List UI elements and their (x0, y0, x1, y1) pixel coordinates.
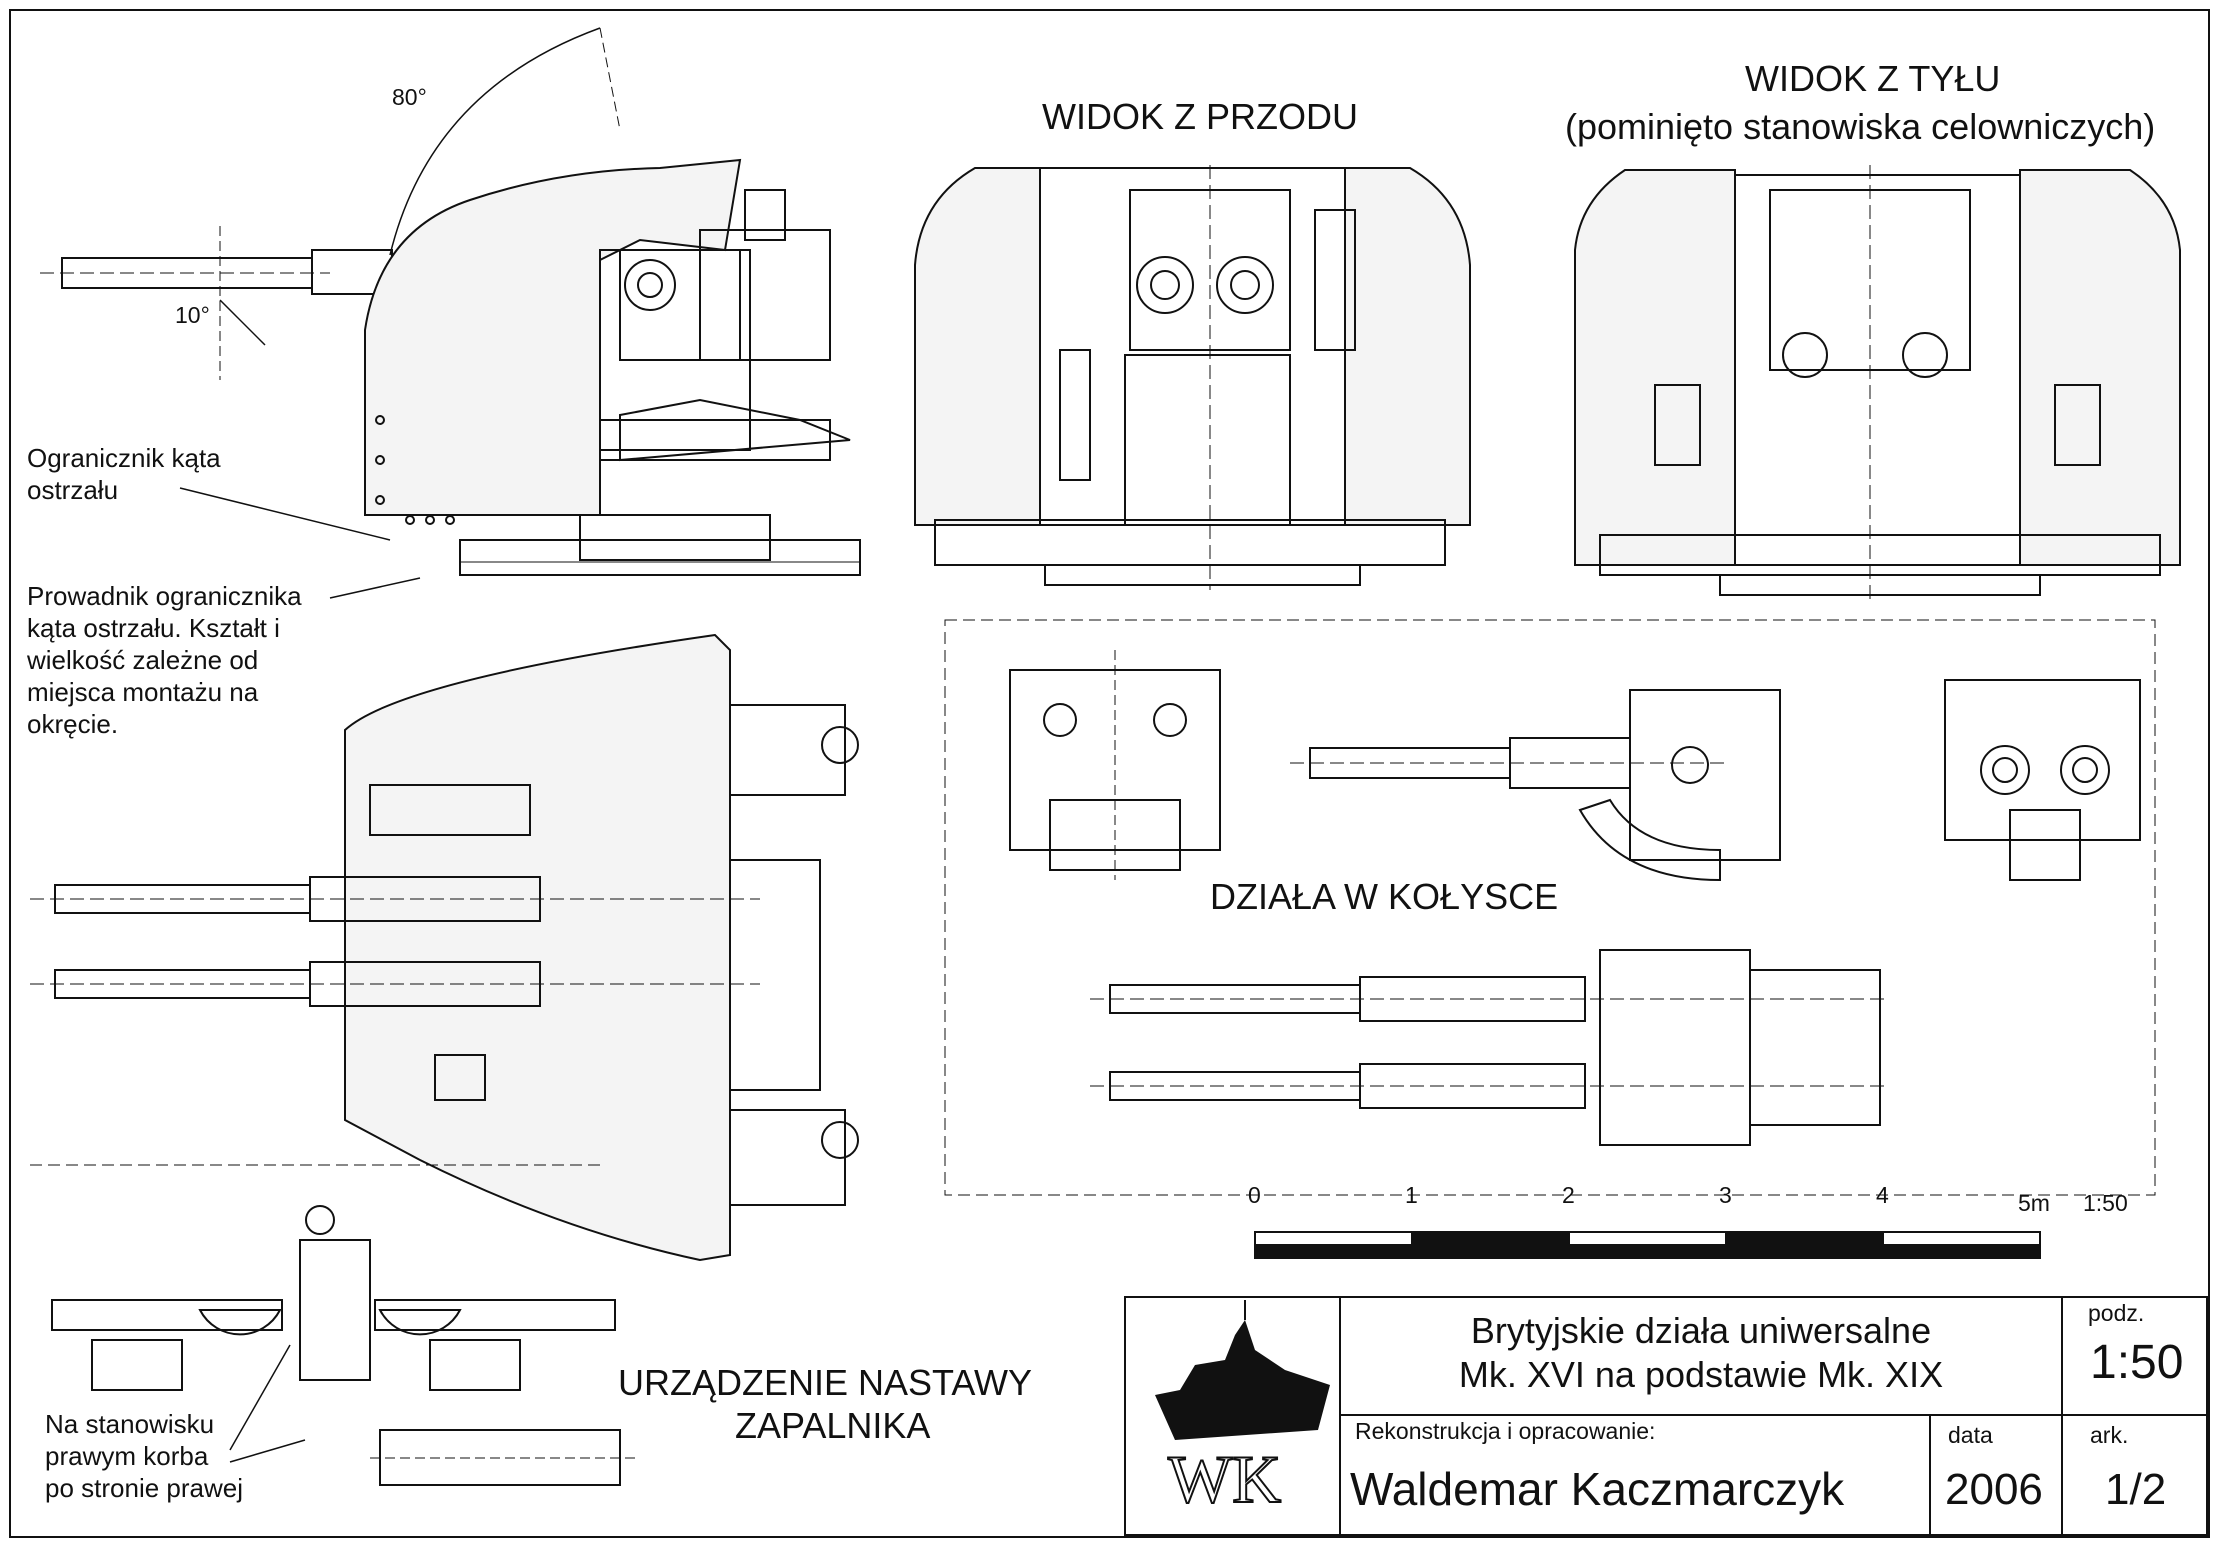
cradle-front (1009, 650, 1221, 880)
guide-note: Prowadnik ogranicznika kąta ostrzału. Ks… (27, 581, 302, 739)
cradle-frame (944, 619, 2156, 1196)
limiter-leader (179, 487, 391, 541)
scale-ratio: 1:50 (2083, 1190, 2128, 1216)
title-line2: Mk. XVI na podstawie Mk. XIX (1458, 1354, 1944, 1395)
title-block (1124, 1296, 2208, 1536)
cradle-title: DZIAŁA W KOŁYSCE (1210, 876, 1559, 917)
crank-leader (229, 1344, 291, 1451)
crank-note: Na stanowisku prawym korba po stronie pr… (45, 1409, 243, 1503)
crank-leader-2 (229, 1439, 306, 1463)
cradle-rear (1944, 679, 2141, 881)
depression-label: 10° (175, 302, 210, 328)
top-view (30, 633, 859, 1262)
sheet-value: 1/2 (2105, 1465, 2167, 1514)
rear-view-title: WIDOK Z TYŁU (1745, 58, 2001, 99)
scale-value: 1:50 (2090, 1336, 2184, 1389)
rear-view-subtitle: (pominięto stanowiska celowniczych) (1565, 106, 2156, 147)
fuze-title-line1: URZĄDZENIE NASTAWY (618, 1362, 1033, 1403)
fuze-title-line2: ZAPALNIKA (735, 1405, 931, 1446)
date-value: 2006 (1945, 1465, 2043, 1514)
cradle-side (1290, 689, 1781, 882)
scale-tick-3: 3 (1719, 1182, 1732, 1208)
cradle-top (1090, 949, 1890, 1146)
logo (1155, 1300, 1330, 1440)
scale-label: podz. (2088, 1300, 2145, 1326)
front-view-title: WIDOK Z PRZODU (1042, 96, 1358, 137)
title-line1: Brytyjskie działa uniwersalne (1470, 1310, 1932, 1351)
scale-tick-5: 5m (2018, 1190, 2050, 1216)
elevation-max-label: 80° (392, 84, 427, 110)
scale-tick-4: 4 (1876, 1182, 1889, 1208)
author-label: Rekonstrukcja i opracowanie: (1355, 1418, 1656, 1444)
scale-tick-0: 0 (1248, 1182, 1261, 1208)
scale-bar (1254, 1231, 2041, 1259)
fuze-views (51, 1205, 640, 1486)
guide-leader (329, 577, 421, 599)
front-view (914, 165, 1471, 590)
scale-tick-2: 2 (1562, 1182, 1575, 1208)
date-label: data (1948, 1422, 1993, 1448)
logo-text: WK (1167, 1440, 1282, 1518)
sheet-border (9, 9, 2210, 1538)
limiter-note: Ogranicznik kąta ostrzału (27, 443, 221, 505)
side-view (40, 27, 861, 576)
sheet-label: ark. (2090, 1422, 2129, 1448)
scale-tick-1: 1 (1405, 1182, 1418, 1208)
author-name: Waldemar Kaczmarczyk (1350, 1463, 1845, 1515)
rear-view (1574, 165, 2181, 600)
